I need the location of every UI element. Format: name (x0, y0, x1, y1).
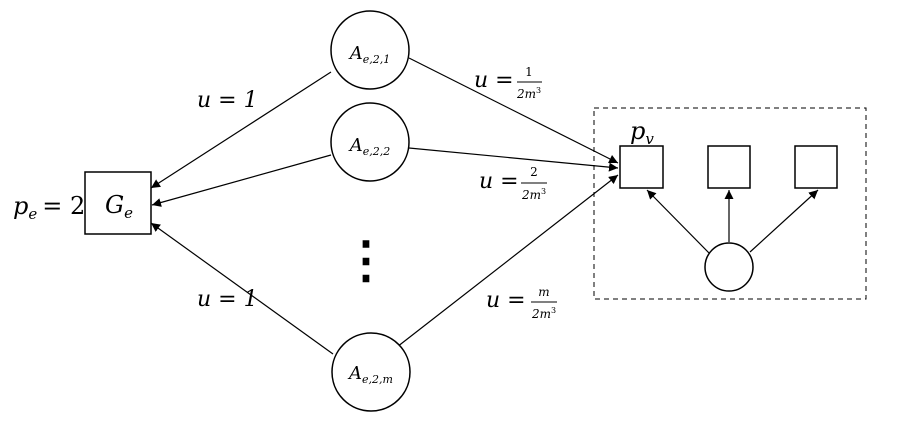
group-circle (704, 242, 754, 292)
a-node-1 (330, 10, 410, 90)
edge-label-u1-top: u = 1 (197, 88, 258, 113)
square-3 (794, 145, 838, 189)
group-box (593, 107, 867, 300)
edge-a2-to-pv (408, 147, 619, 172)
edge-label-frac-2: u = 2 2m3 (479, 165, 547, 202)
svg-text:2m3: 2m3 (531, 306, 556, 321)
edge-a1-to-pv (408, 57, 619, 164)
square-2 (707, 145, 751, 189)
edge-a2-to-ge (151, 154, 332, 207)
edge-am-to-ge (150, 222, 334, 355)
pe-label: pe= 2 (13, 192, 85, 223)
svg-text:u =: u = (474, 68, 514, 93)
edge-circle-to-square-3 (749, 189, 819, 253)
ge-label: Ge (105, 191, 133, 222)
edge-label-frac-m: u = m 2m3 (486, 285, 557, 321)
pv-label: pv (630, 117, 654, 148)
edge-circle-to-pv (646, 189, 712, 256)
svg-text:1: 1 (525, 65, 533, 79)
edge-a1-to-ge (150, 71, 332, 189)
ge-square (84, 171, 152, 235)
svg-text:2: 2 (530, 165, 538, 179)
a-node-m (331, 332, 411, 412)
pv-square (619, 145, 664, 189)
a-node-2 (330, 102, 410, 182)
svg-text:m: m (538, 285, 549, 299)
edge-label-u1-bottom: u = 1 (197, 287, 258, 312)
ellipsis-dots: ⋮ (341, 230, 391, 289)
a-node-1-label: Ae,2,1 (348, 43, 391, 66)
a-node-2-label: Ae,2,2 (348, 135, 391, 158)
svg-text:u =: u = (486, 288, 526, 313)
a-node-m-label: Ae,2,m (347, 363, 393, 386)
edge-am-to-pv (396, 174, 619, 348)
svg-text:u =: u = (479, 169, 519, 194)
edge-label-frac-1: u = 1 2m3 (474, 65, 542, 101)
svg-text:2m3: 2m3 (521, 187, 546, 202)
svg-text:2m3: 2m3 (516, 86, 541, 101)
